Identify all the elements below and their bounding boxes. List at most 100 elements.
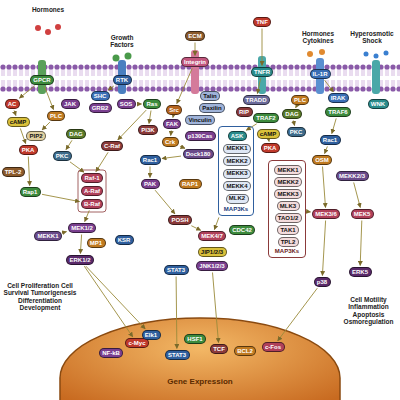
protein-node: TPL2 [278, 237, 299, 247]
node-label: Paxilin [202, 105, 221, 112]
signal-arrow [295, 106, 297, 107]
protein-node: Vinculin [185, 115, 215, 125]
protein-node: DAG [66, 129, 86, 139]
protein-node: Ras [143, 99, 161, 109]
signal-arrow [278, 288, 318, 341]
signal-arrow [180, 146, 185, 148]
node-label: MEKK2/3 [339, 173, 365, 180]
protein-node: FAK [163, 119, 181, 129]
protein-node: HSF1 [184, 334, 206, 344]
protein-node: A-Raf [81, 186, 103, 196]
node-label: cAMP [10, 119, 27, 126]
ligand-symbols [35, 24, 389, 62]
protein-node: TPL-2 [2, 167, 25, 177]
signal-arrow [172, 117, 173, 118]
node-label: PKC [290, 129, 303, 136]
protein-node: BCL2 [234, 346, 256, 356]
node-label: Elk1 [145, 332, 157, 339]
protein-node: TCF [210, 344, 228, 354]
node-label: MEK5 [354, 211, 371, 218]
node-label: RTK [116, 77, 128, 84]
node-label: ECM [188, 33, 201, 40]
node-label: Integrin [184, 59, 206, 66]
node-label: Dock180 [186, 151, 211, 158]
signal-arrow [19, 86, 34, 98]
signal-arrow [86, 266, 145, 329]
signal-arrow [332, 118, 336, 133]
node-label: ERK5 [352, 269, 368, 276]
protein-node: PIP2 [26, 131, 46, 141]
node-label: HSF1 [187, 336, 202, 343]
node-label: RIP [239, 109, 249, 116]
protein-node: PKC [53, 151, 72, 161]
protein-node: TNF [253, 17, 271, 27]
node-label: PI3K [141, 127, 154, 134]
signal-arrow [85, 210, 90, 221]
protein-node: MEKK2/3 [336, 171, 369, 181]
signal-arrow [308, 211, 311, 212]
node-label: ERK1/2 [69, 257, 90, 264]
protein-node: KSR [115, 235, 134, 245]
signal-arrow [176, 277, 178, 349]
node-label: A-Raf [84, 188, 100, 195]
protein-node: MEK1/2 [68, 223, 96, 233]
protein-node: C-Raf [101, 141, 123, 151]
protein-node: RTK [113, 75, 132, 85]
node-label: JIP1/2/3 [201, 249, 223, 256]
signal-arrow [257, 79, 260, 94]
node-label: B-Raf [84, 201, 100, 208]
protein-node: GPCR [30, 75, 54, 85]
node-label: MEKK3 [226, 170, 247, 177]
node-label: GPCR [33, 77, 50, 84]
signal-arrow [191, 226, 200, 231]
node-label: GRB2 [92, 105, 109, 112]
annotation-text: Cell Proliferation Cell Survival Tumorig… [3, 282, 77, 312]
annotation-text: Growth Factors [100, 34, 144, 49]
protein-node: Elk1 [142, 330, 161, 340]
signal-arrow [108, 86, 114, 90]
protein-node: AC [5, 99, 20, 109]
node-label: ASK [231, 133, 244, 140]
signal-arrow [155, 190, 175, 214]
node-label: AC [8, 101, 17, 108]
protein-node: JNK1/2/3 [196, 261, 228, 271]
signal-arrow [14, 110, 16, 115]
signal-arrow [213, 273, 219, 343]
node-label: SHC [94, 93, 107, 100]
protein-node: MEKK4 [223, 181, 251, 191]
nucleus: Gene ExpressionNF-kBc-MycElk1HSF1STAT3TC… [60, 318, 340, 400]
node-label: TPL-2 [5, 169, 22, 176]
node-label: BCL2 [237, 348, 253, 355]
signal-arrow [45, 86, 54, 109]
node-label: Rac1 [143, 157, 157, 164]
protein-node: MEKK2 [223, 156, 251, 166]
signal-arrow [28, 157, 29, 186]
protein-node: PKA [19, 145, 38, 155]
node-label: Crk [165, 139, 175, 146]
protein-node: ERK5 [349, 267, 372, 277]
signal-arrow [20, 128, 25, 143]
node-label: TNFR [254, 69, 270, 76]
node-label: PLC [50, 113, 62, 120]
node-label: MEKK3 [277, 191, 298, 198]
node-label: TRADD [246, 97, 267, 104]
node-label: IL-1R [313, 71, 328, 78]
protein-node: c-Fos [262, 342, 285, 352]
protein-node: Paxilin [199, 103, 225, 113]
signal-arrow [84, 266, 132, 337]
protein-node: Src [166, 105, 182, 115]
protein-node: MEKK1 [274, 165, 302, 175]
node-label: MEKK1 [37, 233, 58, 240]
protein-node: RIP [236, 107, 253, 117]
protein-node: TRAF2 [253, 113, 279, 123]
protein-node: RAP1 [179, 179, 202, 189]
node-label: OSM [315, 157, 329, 164]
protein-node: MEKK2 [274, 177, 302, 187]
node-label: MEKK1 [277, 167, 298, 174]
protein-node: STAT3 [165, 350, 190, 360]
signal-arrow [66, 140, 72, 149]
protein-node: PLC [47, 111, 65, 121]
protein-node: Rac1 [140, 155, 161, 165]
node-label: Src [169, 107, 179, 114]
node-label: Gene Expression [167, 378, 232, 387]
